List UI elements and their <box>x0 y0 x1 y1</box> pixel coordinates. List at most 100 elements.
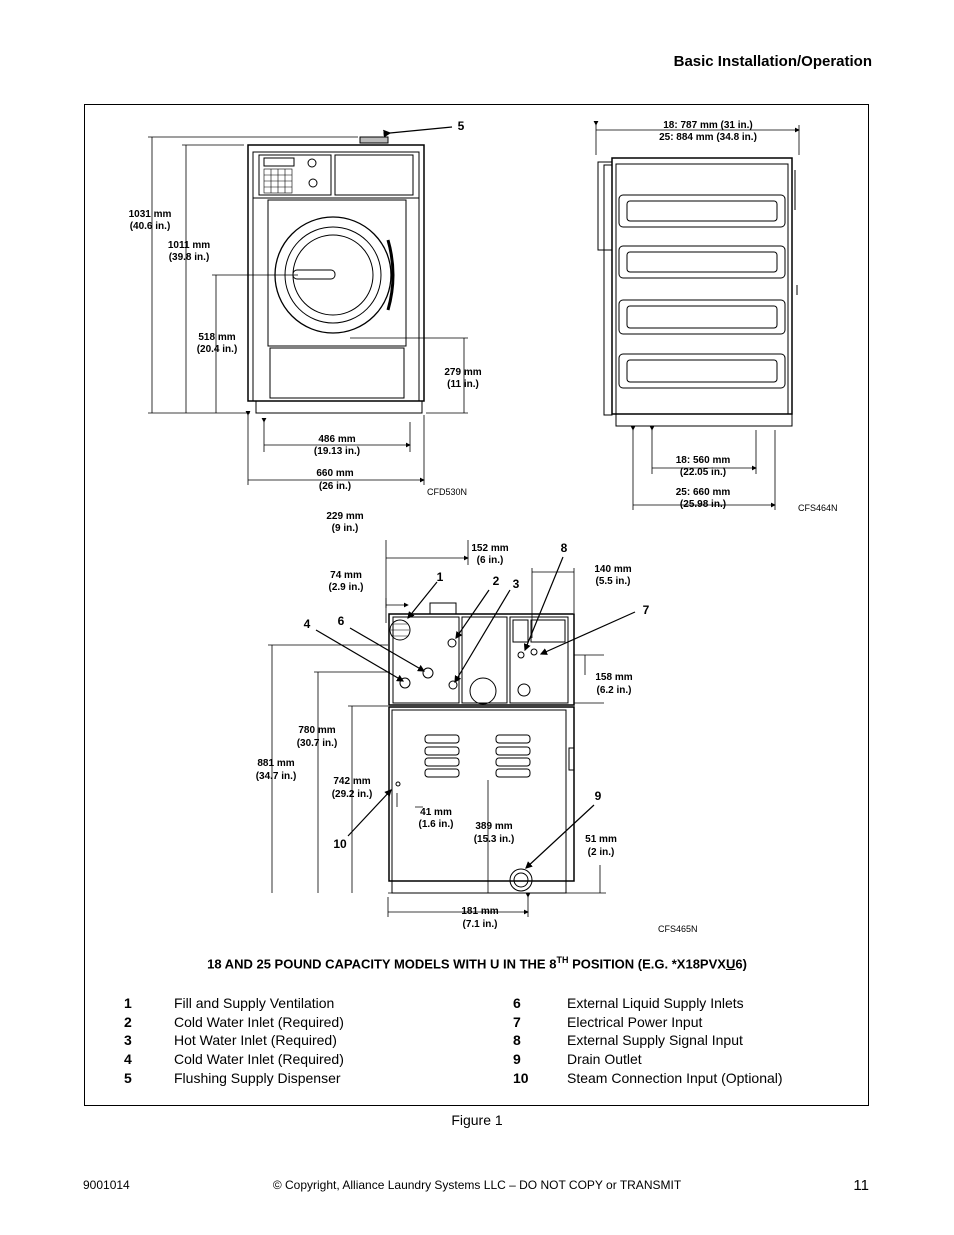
legend-label: Flushing Supply Dispenser <box>174 1069 341 1086</box>
svg-text:18: 787 mm (31 in.): 18: 787 mm (31 in.) <box>663 120 752 131</box>
svg-text:(39.8 in.): (39.8 in.) <box>169 252 210 263</box>
svg-text:389 mm: 389 mm <box>475 821 512 832</box>
svg-text:(6 in.): (6 in.) <box>477 555 504 566</box>
callout-1: 1 <box>437 570 444 584</box>
rear-callout-leaders <box>315 556 636 869</box>
svg-text:(9 in.): (9 in.) <box>332 523 359 534</box>
callout-4: 4 <box>304 617 311 631</box>
dim-51-mm: 51 mm <box>585 834 617 845</box>
doc-number: 9001014 <box>83 1178 130 1192</box>
dim-152-in: (6 in.) <box>477 555 504 566</box>
front-dimension-lines <box>148 126 468 485</box>
section-header: Basic Installation/Operation <box>673 53 872 70</box>
dim-140-mm: 140 mm <box>594 564 631 575</box>
caption-post: 6) <box>735 956 747 972</box>
legend-item: 9 Drain Outlet <box>513 1051 783 1070</box>
dim-41-mm: 41 mm <box>420 807 452 818</box>
dim-depth-25: 25: 884 mm (34.8 in.) <box>659 132 757 143</box>
svg-text:(25.98 in.): (25.98 in.) <box>680 499 726 510</box>
dim-base-18-mm: 18: 560 mm <box>676 455 731 466</box>
rear-dimension-lines <box>268 540 606 917</box>
front-drawing-code: CFD530N <box>427 487 467 497</box>
svg-text:(26 in.): (26 in.) <box>319 481 351 492</box>
svg-text:(22.05 in.): (22.05 in.) <box>680 467 726 478</box>
copyright-notice: © Copyright, Alliance Laundry Systems LL… <box>272 1178 682 1192</box>
dim-158-in: (6.2 in.) <box>596 685 631 696</box>
dim-51-in: (2 in.) <box>588 847 615 858</box>
dim-780-mm: 780 mm <box>298 725 335 736</box>
caption-mid: POSITION (E.G. *X18PVX <box>568 956 726 972</box>
svg-text:51 mm: 51 mm <box>585 834 617 845</box>
legend-label: Electrical Power Input <box>567 1013 703 1030</box>
svg-text:(15.3 in.): (15.3 in.) <box>474 834 515 845</box>
dim-74-in: (2.9 in.) <box>328 582 363 593</box>
legend-item: 8 External Supply Signal Input <box>513 1032 783 1051</box>
dim-lower-panel-mm: 279 mm <box>444 367 481 378</box>
dim-width-in: (26 in.) <box>319 481 351 492</box>
svg-text:(5.5 in.): (5.5 in.) <box>595 576 630 587</box>
dim-389-mm: 389 mm <box>475 821 512 832</box>
svg-text:518 mm: 518 mm <box>198 332 235 343</box>
svg-text:(2.9 in.): (2.9 in.) <box>328 582 363 593</box>
legend-label: External Supply Signal Input <box>567 1032 743 1049</box>
side-drawing-code: CFS464N <box>798 503 838 513</box>
svg-text:486 mm: 486 mm <box>318 434 355 445</box>
legend-label: External Liquid Supply Inlets <box>567 995 744 1011</box>
legend-label: Cold Water Inlet (Required) <box>174 1013 344 1030</box>
svg-text:74 mm: 74 mm <box>330 570 362 581</box>
dim-41-in: (1.6 in.) <box>418 819 453 830</box>
legend-label: Cold Water Inlet (Required) <box>174 1051 344 1068</box>
legend-item: 6 External Liquid Supply Inlets <box>513 995 783 1014</box>
dim-229-mm: 229 mm <box>326 511 363 522</box>
callout-8: 8 <box>561 541 568 555</box>
svg-text:1011 mm: 1011 mm <box>168 240 210 251</box>
dim-389-in: (15.3 in.) <box>474 834 515 845</box>
svg-text:25: 884 mm (34.8 in.): 25: 884 mm (34.8 in.) <box>659 132 757 143</box>
callout-7: 7 <box>643 603 650 617</box>
figure-frame <box>84 104 869 1106</box>
svg-text:140 mm: 140 mm <box>594 564 631 575</box>
callout-10: 10 <box>333 837 347 851</box>
dim-158-mm: 158 mm <box>595 672 632 683</box>
legend-item: 5 Flushing Supply Dispenser <box>124 1070 344 1089</box>
dim-742-mm: 742 mm <box>333 776 370 787</box>
page-number: 11 <box>853 1177 869 1194</box>
svg-text:(34.7 in.): (34.7 in.) <box>256 771 297 782</box>
keypad <box>263 168 293 194</box>
svg-text:780 mm: 780 mm <box>298 725 335 736</box>
dim-742-in: (29.2 in.) <box>332 789 373 800</box>
dim-height-top-in: (39.8 in.) <box>169 252 210 263</box>
figure-caption: 18 AND 25 POUND CAPACITY MODELS WITH U I… <box>0 955 954 971</box>
callout-2: 2 <box>493 574 500 588</box>
dim-inner-width-mm: 486 mm <box>318 434 355 445</box>
svg-text:152 mm: 152 mm <box>471 543 508 554</box>
dim-base-18-in: (22.05 in.) <box>680 467 726 478</box>
legend-label: Steam Connection Input (Optional) <box>567 1069 783 1086</box>
svg-text:41 mm: 41 mm <box>420 807 452 818</box>
dim-229-in: (9 in.) <box>332 523 359 534</box>
svg-text:(7.1 in.): (7.1 in.) <box>462 919 497 930</box>
caption-sup: TH <box>556 955 569 965</box>
legend-number: 5 <box>124 1069 132 1086</box>
dim-door-center-in: (20.4 in.) <box>197 344 238 355</box>
legend-label: Fill and Supply Ventilation <box>174 995 335 1011</box>
legend-number: 6 <box>513 995 521 1011</box>
svg-text:(29.2 in.): (29.2 in.) <box>332 789 373 800</box>
svg-text:(1.6 in.): (1.6 in.) <box>418 819 453 830</box>
rear-drawing-code: CFS465N <box>658 924 698 934</box>
dim-881-mm: 881 mm <box>257 758 294 769</box>
legend-label: Drain Outlet <box>567 1051 642 1068</box>
svg-text:660 mm: 660 mm <box>316 468 353 479</box>
caption-underlined: U <box>725 956 736 972</box>
dim-base-25-mm: 25: 660 mm <box>676 487 731 498</box>
svg-text:(19.13 in.): (19.13 in.) <box>314 446 360 457</box>
svg-text:(30.7 in.): (30.7 in.) <box>297 738 338 749</box>
legend-number: 8 <box>513 1032 521 1049</box>
legend-number: 9 <box>513 1051 521 1068</box>
dim-door-center-mm: 518 mm <box>198 332 235 343</box>
